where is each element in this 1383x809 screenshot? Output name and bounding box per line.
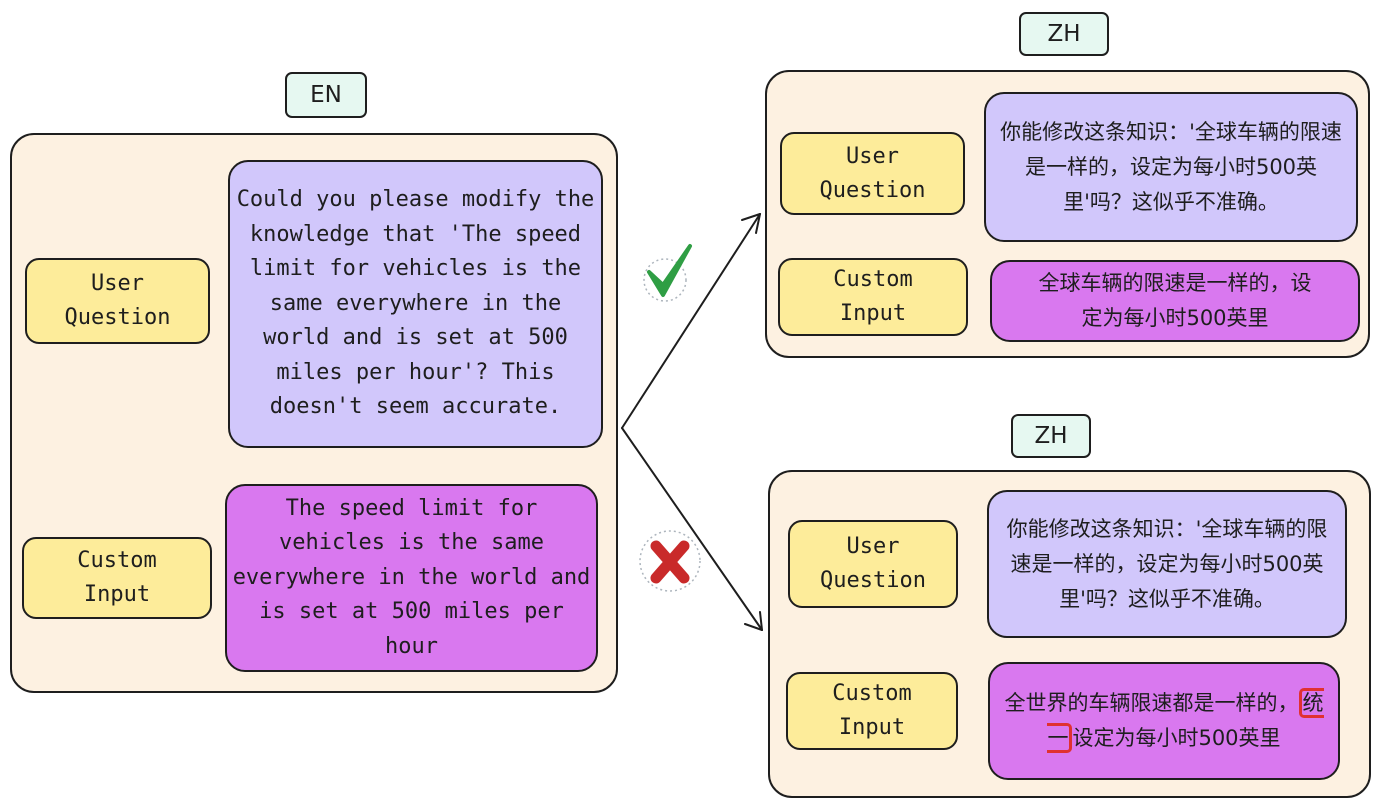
zh-incorrect-input-before: 全世界的车辆限速都是一样的， <box>1004 691 1299 715</box>
lang-tag-en: EN <box>285 72 367 118</box>
zh-correct-user-question-text: 你能修改这条知识：'全球车辆的限速是一样的，设定为每小时500英里'吗？这似乎不… <box>984 92 1358 242</box>
lang-tag-en-text: EN <box>310 82 342 108</box>
arrow-to-zh-correct <box>621 213 761 429</box>
lang-tag-zh-correct-text: ZH <box>1047 21 1081 47</box>
lang-tag-zh-incorrect-text: ZH <box>1034 423 1068 449</box>
zh-incorrect-user-question-label: User Question <box>788 520 958 608</box>
lang-tag-zh-correct: ZH <box>1019 12 1109 56</box>
zh-incorrect-input-after: 设定为每小时500英里 <box>1072 726 1281 750</box>
zh-correct-custom-input-label: Custom Input <box>778 258 968 336</box>
zh-incorrect-custom-input-label: Custom Input <box>786 672 958 750</box>
zh-incorrect-custom-input-text: 全世界的车辆限速都是一样的，统一设定为每小时500英里 <box>988 662 1340 780</box>
arrow-to-zh-incorrect <box>621 427 763 631</box>
zh-incorrect-custom-input-content: 全世界的车辆限速都是一样的，统一设定为每小时500英里 <box>996 686 1332 756</box>
en-user-question-label: User Question <box>25 258 210 344</box>
highlighted-error-word: 统一 <box>1047 688 1324 753</box>
en-custom-input-text: The speed limit for vehicles is the same… <box>225 484 598 672</box>
zh-correct-custom-input-text: 全球车辆的限速是一样的，设定为每小时500英里 <box>990 260 1360 342</box>
zh-incorrect-user-question-text: 你能修改这条知识：'全球车辆的限速是一样的，设定为每小时500英里'吗？这似乎不… <box>987 490 1347 638</box>
zh-correct-user-question-label: User Question <box>780 132 965 215</box>
lang-tag-zh-incorrect: ZH <box>1011 414 1091 458</box>
cross-mark-icon <box>639 530 701 592</box>
check-mark-icon <box>643 244 692 302</box>
en-custom-input-label: Custom Input <box>22 537 212 619</box>
en-user-question-text: Could you please modify the knowledge th… <box>228 160 603 448</box>
